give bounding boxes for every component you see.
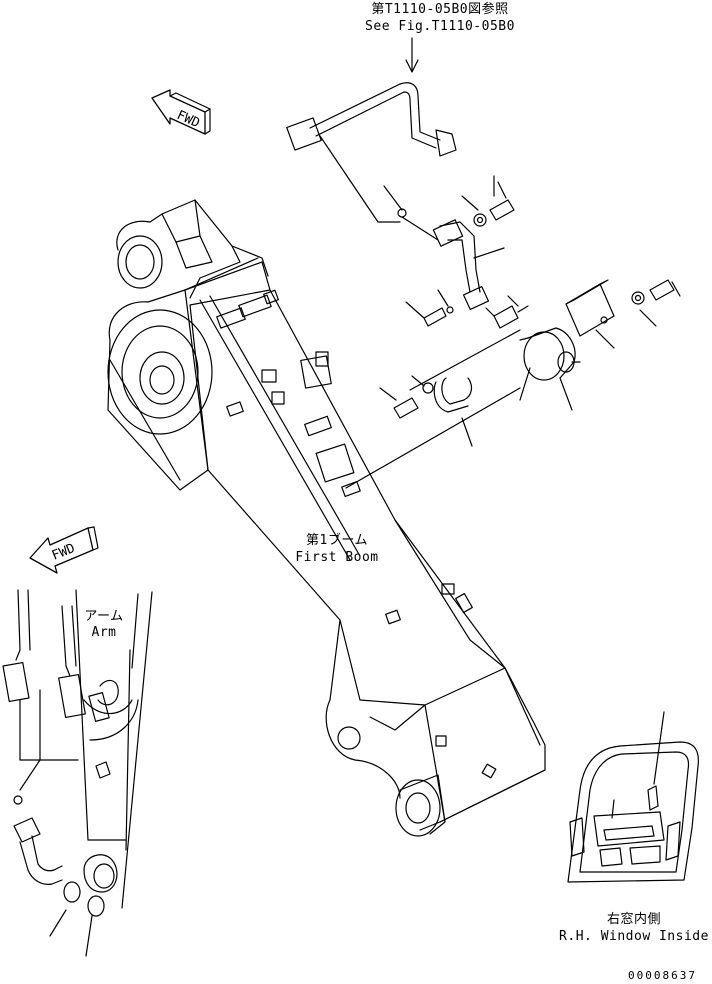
arm-label-jp: アーム <box>84 609 124 624</box>
window-label-en: R.H. Window Inside <box>559 929 709 944</box>
boom-label-jp: 第1ブーム <box>306 533 368 548</box>
window-inset <box>568 712 698 882</box>
fwd-arrow-top: FWD <box>152 90 210 134</box>
fwd-text-bottom: FWD <box>50 541 78 564</box>
arm-inset <box>3 590 152 956</box>
arm-label-en: Arm <box>91 625 117 640</box>
fwd-text-top: FWD <box>174 108 202 131</box>
window-label-jp: 右窓内側 <box>606 912 662 927</box>
first-boom <box>108 200 545 836</box>
lamp-assembly <box>287 38 680 488</box>
drawing-number: 00008637 <box>628 969 697 982</box>
reference-jp: 第T1110-05B0図参照 <box>371 2 509 17</box>
fwd-arrow-bottom: FWD <box>30 527 98 573</box>
boom-label-en: First Boom <box>295 550 379 565</box>
reference-en: See Fig.T1110-05B0 <box>365 19 515 34</box>
